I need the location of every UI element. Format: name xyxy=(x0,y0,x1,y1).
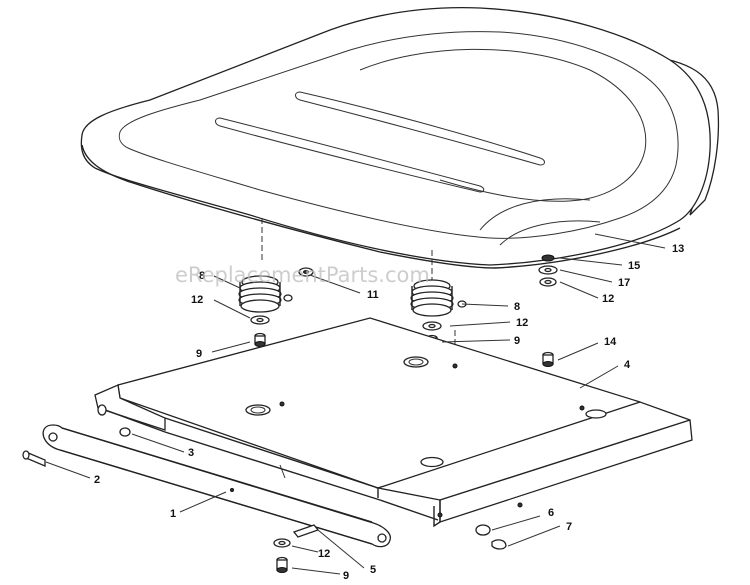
callout-5: 5 xyxy=(370,564,376,576)
callout-9-bottom: 9 xyxy=(343,570,349,582)
callout-3: 3 xyxy=(188,447,194,459)
callout-12-bottom: 12 xyxy=(318,548,330,560)
callout-12-seat: 12 xyxy=(602,293,614,305)
callout-13: 13 xyxy=(672,243,684,255)
pin-2 xyxy=(22,450,46,467)
callout-15: 15 xyxy=(628,260,640,272)
callout-17: 17 xyxy=(618,277,630,289)
callout-9-left: 9 xyxy=(196,348,202,360)
callout-11: 11 xyxy=(367,289,379,301)
callout-14: 14 xyxy=(604,336,617,348)
callout-4: 4 xyxy=(624,359,631,371)
clip-left xyxy=(283,294,293,302)
bolt-14 xyxy=(542,351,554,367)
rail-washer-3 xyxy=(119,427,131,437)
bottom-bolt-9 xyxy=(276,556,288,573)
callout-7: 7 xyxy=(566,521,572,533)
callout-labels: 13 15 17 12 8 11 12 9 8 12 9 14 4 3 2 1 … xyxy=(94,243,684,582)
watermark: eReplacementParts.com xyxy=(175,263,430,287)
left-spring xyxy=(238,275,282,313)
callout-1: 1 xyxy=(170,508,176,520)
callout-8-left: 8 xyxy=(199,270,205,282)
callout-9-right: 9 xyxy=(514,335,520,347)
callout-6: 6 xyxy=(548,507,554,519)
bottom-pin-5 xyxy=(292,524,320,538)
cotter-pin-7 xyxy=(491,539,507,550)
seat-cushion xyxy=(80,7,720,269)
callout-2: 2 xyxy=(94,474,100,486)
callout-12-left: 12 xyxy=(191,294,203,306)
right-spring xyxy=(410,279,454,317)
nut-11 xyxy=(298,267,314,277)
callout-8-right: 8 xyxy=(514,301,520,313)
seat-plate xyxy=(94,317,693,528)
washer-6 xyxy=(475,524,491,536)
callout-12-right: 12 xyxy=(516,317,528,329)
leader-lines xyxy=(45,233,666,575)
left-bolt xyxy=(254,332,266,347)
seat-hardware-stack xyxy=(538,254,558,287)
slide-rail xyxy=(42,424,391,548)
